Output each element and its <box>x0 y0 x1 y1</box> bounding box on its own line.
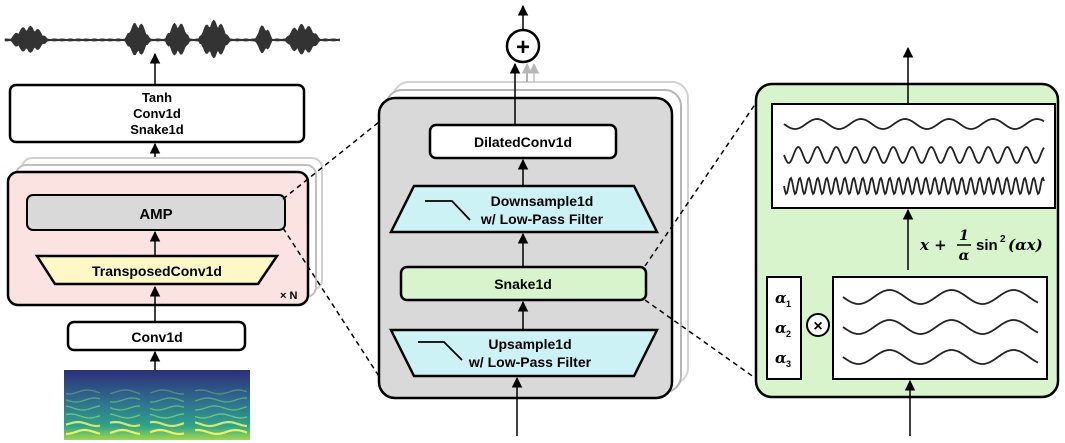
spectrogram-harmonic <box>65 428 101 436</box>
alpha-1-base: α <box>775 289 787 307</box>
spectrogram-harmonic <box>195 405 248 411</box>
spectrogram-harmonic <box>194 397 248 403</box>
upsampling-block-stack: AMP TransposedConv1d × N <box>6 157 323 307</box>
input-conv1d-label: Conv1d <box>131 329 182 345</box>
transposed-conv-label: TransposedConv1d <box>92 263 222 279</box>
spectrogram-harmonic <box>149 420 185 428</box>
upsample-label: Upsample1d <box>488 336 571 352</box>
multiply-symbol: × <box>813 318 822 335</box>
head-tanh-label: Tanh <box>142 90 172 105</box>
dilated-conv-label: DilatedConv1d <box>474 134 572 150</box>
spectrogram-harmonic <box>109 420 141 428</box>
spectrogram-harmonic <box>65 397 101 403</box>
output-wave-low <box>783 118 1045 130</box>
formula-power: 2 <box>1000 234 1006 245</box>
formula-sin: sin <box>976 237 998 254</box>
spectrogram-harmonic <box>65 420 101 428</box>
output-wave-high <box>783 176 1045 196</box>
output-wave-mid <box>783 146 1045 164</box>
formula-arg: (αx) <box>1008 236 1043 254</box>
repeat-n-label: × N <box>280 290 297 302</box>
add-symbol: + <box>516 34 530 61</box>
snake1d-label: Snake1d <box>494 276 552 292</box>
alpha-2-sub: 2 <box>786 329 791 339</box>
spectrogram-harmonic <box>194 413 248 419</box>
input-conv1d-box <box>66 320 247 352</box>
alpha-1-sub: 1 <box>786 299 791 309</box>
formula-prefix: x + <box>919 236 947 254</box>
alpha-1: α 1 <box>775 289 791 309</box>
spectrogram-harmonic <box>194 389 248 395</box>
input-wave-3 <box>842 349 1039 365</box>
snake1d-box <box>399 265 648 302</box>
spectrogram-harmonic <box>109 413 141 419</box>
head-snake1d-label: Snake1d <box>130 122 184 137</box>
spectrogram-harmonic <box>149 405 185 411</box>
transposed-conv-trapezoid <box>34 254 280 286</box>
spectrogram-harmonic <box>109 397 141 403</box>
spectrogram-harmonic <box>194 428 248 436</box>
alpha-2-base: α <box>775 319 787 337</box>
zoom-line-amp-top <box>282 117 385 200</box>
spectrogram-harmonic <box>65 405 101 411</box>
input-wave-1 <box>842 289 1039 305</box>
spectrogram-harmonic <box>65 413 101 419</box>
formula-denominator: α <box>959 248 970 264</box>
upsample-trapezoid <box>388 328 660 378</box>
snake-formula: x + 1 α sin 2 (αx) <box>919 228 1043 264</box>
amp-label: AMP <box>139 206 172 223</box>
alpha-3: α 3 <box>775 349 791 369</box>
head-conv1d-label: Conv1d <box>133 106 181 121</box>
spectrogram-harmonic <box>109 428 141 435</box>
downsample-label: Downsample1d <box>491 193 594 209</box>
spectrogram-harmonic <box>149 428 185 436</box>
waveform-output <box>4 19 340 59</box>
spectrogram-harmonic <box>149 389 185 395</box>
lowpass-icon-upsample <box>418 341 463 361</box>
amp-box <box>26 194 286 231</box>
upsample-filter-label: w/ Low-Pass Filter <box>468 354 592 370</box>
output-head-box: Tanh Conv1d Snake1d <box>8 83 306 144</box>
downsample-filter-label: w/ Low-Pass Filter <box>480 211 604 227</box>
spectrogram-harmonic <box>194 420 248 428</box>
alpha-parameter-box <box>766 276 802 380</box>
alpha-3-base: α <box>775 349 787 367</box>
lowpass-icon <box>425 200 471 221</box>
spectrogram-harmonic <box>109 389 141 395</box>
spectrogram-harmonic <box>149 413 185 419</box>
formula-numerator: 1 <box>959 228 969 244</box>
dilated-conv-box <box>428 123 618 160</box>
multiply-node <box>806 313 830 337</box>
spectrogram-harmonic <box>65 389 101 395</box>
downsample-trapezoid <box>388 184 660 234</box>
mel-spectrogram-input <box>64 370 250 440</box>
zoom-line-snake-top <box>644 99 759 267</box>
zoom-line-amp-bottom <box>282 227 385 385</box>
alpha-2: α 2 <box>775 319 791 339</box>
input-wave-2 <box>842 319 1039 335</box>
input-waves-panel <box>832 276 1048 380</box>
spectrogram-harmonic <box>150 397 185 403</box>
spectrogram-harmonic <box>109 405 140 411</box>
alpha-3-sub: 3 <box>786 359 791 369</box>
